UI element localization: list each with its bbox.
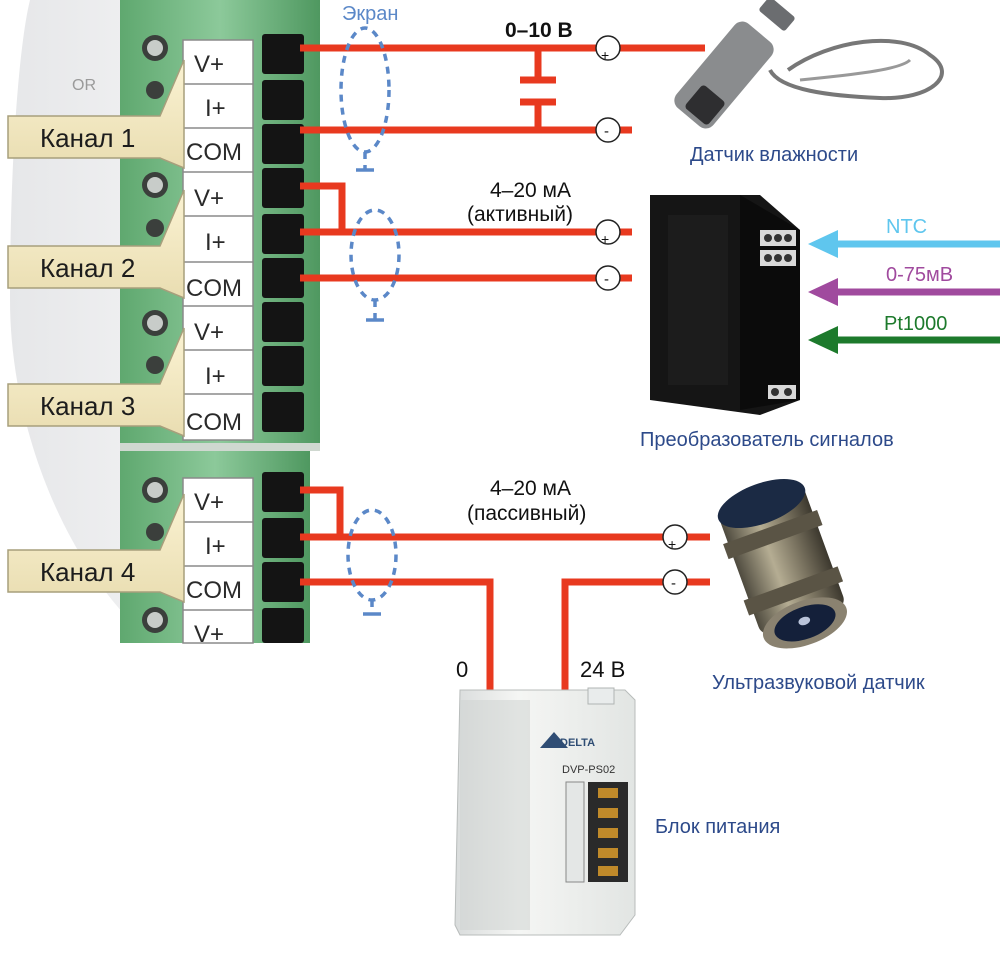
- channel-tag-2: Канал 2: [7, 189, 185, 300]
- wiring-labels: Экран 0–10 В 4–20 мА (активный) 4–20 мА …: [342, 3, 625, 682]
- wire-ch4-minus: [561, 578, 710, 690]
- wire-ch4-com: [300, 578, 494, 690]
- polarity-markers: + - + - + -: [595, 35, 688, 595]
- terminal-label: V+: [194, 621, 224, 648]
- terminal-label: I+: [205, 229, 226, 256]
- minus-marker: -: [604, 271, 609, 288]
- active-current-note: (активный): [467, 203, 573, 226]
- active-current-label: 4–20 мА: [490, 179, 571, 202]
- psu-brand: DELTA: [560, 737, 595, 749]
- terminal-label: V+: [194, 51, 224, 78]
- shield-ch4: [346, 508, 398, 616]
- wires: [300, 44, 710, 690]
- terminal-label: I+: [205, 533, 226, 560]
- shields: [339, 26, 401, 616]
- input-ntc-label: NTC: [886, 216, 927, 238]
- channel-tags: Канал 1 Канал 2 Канал 3 Канал 4: [7, 59, 185, 604]
- ultrasonic-sensor: Ультразвуковой датчик: [712, 479, 925, 694]
- capacitor-symbol: [520, 76, 556, 106]
- wire-ch2-jumper: [300, 182, 346, 232]
- channel-4-label: Канал 4: [40, 557, 135, 587]
- humidity-sensor-label: Датчик влажности: [690, 144, 858, 166]
- screw-column: [142, 35, 168, 633]
- passive-current-label: 4–20 мА: [490, 477, 571, 500]
- channel-tag-1: Канал 1: [7, 59, 185, 170]
- plus-marker: +: [668, 536, 676, 552]
- terminal-labels: V+ I+ COM V+ I+ COM V+ I+ COM V+ I+ COM …: [182, 39, 254, 648]
- voltage-signal-label: 0–10 В: [505, 19, 573, 42]
- power-supply-label: Блок питания: [655, 816, 780, 838]
- wire-ch4-jumper: [300, 486, 344, 537]
- passive-current-note: (пассивный): [467, 502, 586, 525]
- ultrasonic-sensor-label: Ультразвуковой датчик: [712, 672, 925, 694]
- minus-marker: -: [671, 575, 676, 592]
- shield-ch1: [339, 26, 391, 172]
- io-module: OR: [7, 0, 320, 648]
- terminal-label: V+: [194, 185, 224, 212]
- plus-marker: +: [601, 47, 609, 63]
- psu-zero-label: 0: [456, 657, 468, 682]
- terminal-label: COM: [186, 577, 242, 604]
- shield-label: Экран: [342, 3, 398, 25]
- wire-clamps: [262, 34, 304, 643]
- terminal-label: COM: [186, 409, 242, 436]
- channel-2-label: Канал 2: [40, 253, 135, 283]
- psu-model: DVP-PS02: [562, 764, 615, 776]
- psu-24v-label: 24 В: [580, 657, 625, 682]
- input-mv: 0-75мВ: [808, 264, 1000, 306]
- plus-marker: +: [601, 231, 609, 247]
- shield-ch2: [349, 208, 401, 322]
- input-pt1000: Pt1000: [808, 313, 1000, 354]
- channel-3-label: Канал 3: [40, 391, 135, 421]
- channel-1-label: Канал 1: [40, 123, 135, 153]
- minus-marker: -: [604, 123, 609, 140]
- terminal-label: I+: [205, 363, 226, 390]
- signal-converter: Преобразователь сигналов: [640, 195, 894, 451]
- terminal-label: V+: [194, 319, 224, 346]
- input-mv-label: 0-75мВ: [886, 264, 953, 286]
- input-pt1000-label: Pt1000: [884, 313, 947, 335]
- channel-tag-3: Канал 3: [7, 327, 185, 438]
- power-supply: DELTA DVP-PS02 Блок питания: [454, 687, 780, 936]
- terminal-label: COM: [186, 139, 242, 166]
- channel-tag-4: Канал 4: [7, 493, 185, 604]
- terminal-label: COM: [186, 275, 242, 302]
- humidity-sensor: Датчик влажности: [674, 0, 944, 166]
- terminal-label: I+: [205, 95, 226, 122]
- terminal-label: V+: [194, 489, 224, 516]
- input-arrows: NTC 0-75мВ Pt1000: [808, 216, 1000, 354]
- input-ntc: NTC: [808, 216, 1000, 258]
- module-partial-label: OR: [72, 77, 96, 94]
- signal-converter-label: Преобразователь сигналов: [640, 429, 894, 451]
